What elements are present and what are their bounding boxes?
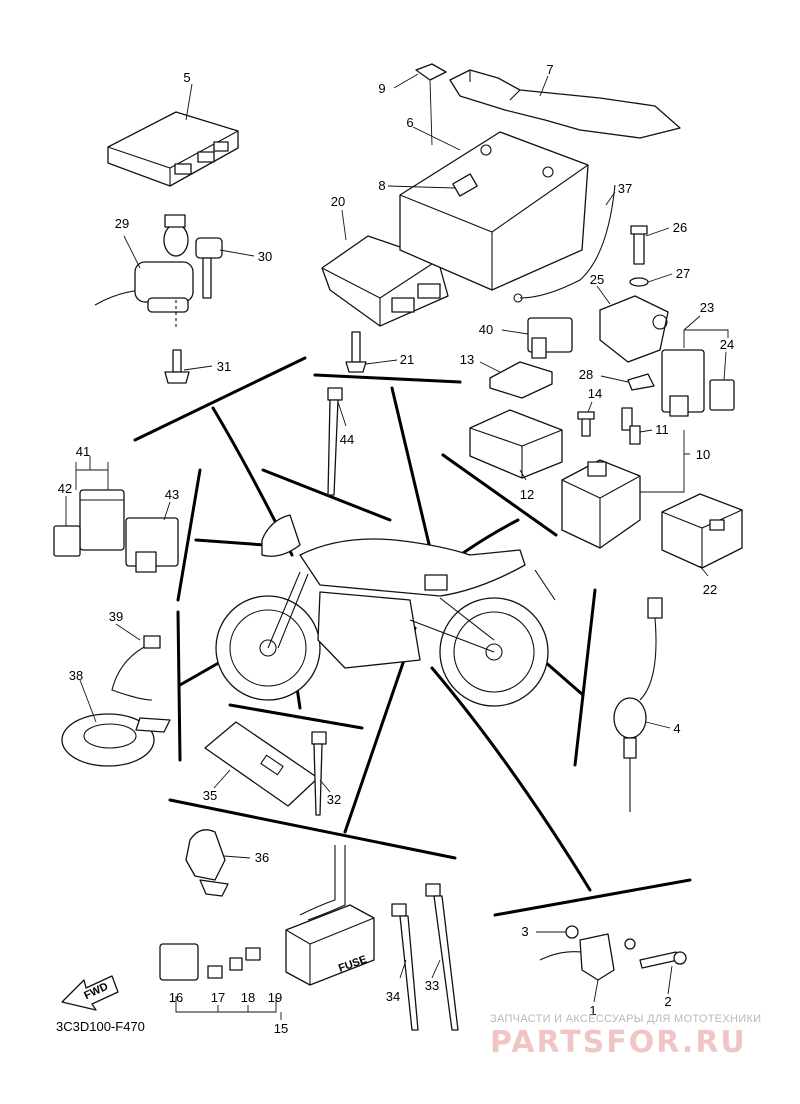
callout-23: 23 <box>700 300 714 315</box>
part-31-bolt <box>164 349 190 384</box>
callout-30: 30 <box>258 249 272 264</box>
callout-12: 12 <box>520 487 534 502</box>
part-37-lead <box>513 184 616 303</box>
callout-32: 32 <box>327 792 341 807</box>
callout-17: 17 <box>211 990 225 1005</box>
part-30-key <box>195 237 223 299</box>
watermark-logo: PARTSFOR.RU <box>490 1025 747 1060</box>
part-28-bracket <box>627 373 655 391</box>
callout-18: 18 <box>241 990 255 1005</box>
callout-8: 8 <box>378 178 385 193</box>
part-18-fuse <box>229 957 243 971</box>
part-34-cable-tie <box>391 903 419 1031</box>
part-39-lead <box>111 635 161 701</box>
callout-26: 26 <box>673 220 687 235</box>
part-3-screw <box>565 925 579 939</box>
callout-36: 36 <box>255 850 269 865</box>
part-40-relay <box>527 317 573 359</box>
part-6-battery <box>399 131 589 291</box>
leader-lines <box>65 73 729 1003</box>
pointer-lines <box>133 356 692 917</box>
callout-29: 29 <box>115 216 129 231</box>
callout-4: 4 <box>673 721 680 736</box>
callout-31: 31 <box>217 359 231 374</box>
callout-3: 3 <box>521 924 528 939</box>
part-32-cable-tie <box>311 731 327 816</box>
part-38-horn <box>61 713 171 767</box>
callout-1: 1 <box>589 1003 596 1018</box>
callout-22: 22 <box>703 582 717 597</box>
part-27-washer <box>629 277 649 287</box>
callout-9: 9 <box>378 81 385 96</box>
callout-40: 40 <box>479 322 493 337</box>
part-12-box <box>469 409 563 479</box>
callout-42: 42 <box>58 481 72 496</box>
callout-28: 28 <box>579 367 593 382</box>
part-44-cable-tie <box>327 387 343 496</box>
part-36-holder <box>185 829 229 897</box>
bracket-15 <box>175 996 282 1020</box>
diagram-code: 3C3D100-F470 <box>56 1019 145 1034</box>
callout-14: 14 <box>588 386 602 401</box>
callout-20: 20 <box>331 194 345 209</box>
part-1-switch <box>539 933 636 981</box>
callout-6: 6 <box>406 115 413 130</box>
callout-43: 43 <box>165 487 179 502</box>
part-5-ecu <box>107 111 239 187</box>
part-24-coupler <box>709 379 735 411</box>
callout-2: 2 <box>664 994 671 1009</box>
callout-37: 37 <box>618 181 632 196</box>
watermark-subtitle: ЗАПЧАСТИ И АКСЕССУАРЫ ДЛЯ МОТОТЕХНИКИ <box>490 1013 761 1025</box>
part-16-fuse-holder <box>159 943 199 981</box>
callout-5: 5 <box>183 70 190 85</box>
part-33-cable-tie <box>425 883 459 1031</box>
callout-21: 21 <box>400 352 414 367</box>
callout-38: 38 <box>69 668 83 683</box>
part-42-coupler <box>53 525 81 557</box>
part-19-fuse <box>245 947 261 961</box>
part-2-bolt <box>639 951 687 969</box>
callout-7: 7 <box>546 62 553 77</box>
part-23-relay <box>661 349 705 417</box>
callout-10: 10 <box>696 447 710 462</box>
part-22-relay <box>661 493 743 569</box>
part-14-bolt <box>577 411 595 437</box>
part-25-relay <box>599 295 669 363</box>
part-43-relay <box>125 517 179 573</box>
callout-15: 15 <box>274 1021 288 1036</box>
callout-19: 19 <box>268 990 282 1005</box>
part-20-regulator <box>321 235 449 373</box>
fwd-arrow-icon: FWD <box>61 975 119 1011</box>
callout-11: 11 <box>655 422 669 437</box>
callout-24: 24 <box>720 337 734 352</box>
callout-44: 44 <box>340 432 354 447</box>
part-35-manual <box>204 721 319 807</box>
part-10-starter-relay <box>561 459 641 549</box>
part-26-bolt <box>630 225 648 265</box>
callout-25: 25 <box>590 272 604 287</box>
motorcycle-illustration <box>215 514 556 707</box>
callout-39: 39 <box>109 609 123 624</box>
callout-33: 33 <box>425 978 439 993</box>
part-17-fuse <box>207 965 223 979</box>
callout-13: 13 <box>460 352 474 367</box>
callout-16: 16 <box>169 990 183 1005</box>
part-9-bracket <box>415 63 447 146</box>
part-29-ignition-switch <box>94 214 194 330</box>
callout-35: 35 <box>203 788 217 803</box>
part-15-fuse-box <box>285 845 375 986</box>
part-41-relay <box>79 489 125 551</box>
callout-34: 34 <box>386 989 400 1004</box>
callout-27: 27 <box>676 266 690 281</box>
callout-labels: 5 9 7 6 8 37 20 26 29 30 27 25 23 40 24 … <box>58 62 734 1036</box>
part-11-fuse <box>621 407 641 445</box>
part-7-battery-cover <box>449 69 681 139</box>
part-4-sensor <box>613 597 663 812</box>
part-13-cover <box>489 361 553 399</box>
callout-41: 41 <box>76 444 90 459</box>
